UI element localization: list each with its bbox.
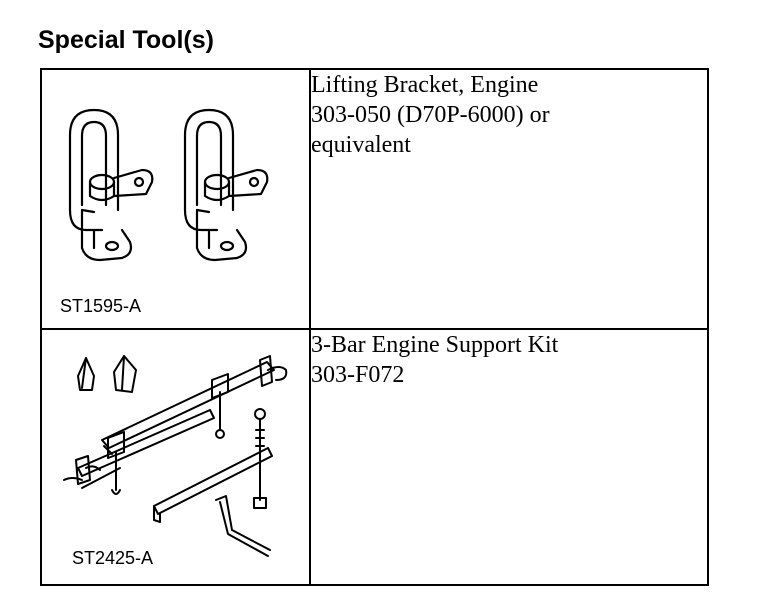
tool-id-label: ST2425-A <box>72 548 154 568</box>
tool-description-cell: Lifting Bracket, Engine 303-050 (D70P-60… <box>309 68 709 330</box>
table-row: ST1595-A Lifting Bracket, Engine 303-050… <box>40 68 709 330</box>
tool-illustration-cell: ST2425-A <box>40 328 311 586</box>
table-row: ST2425-A 3-Bar Engine Support Kit 303-F0… <box>40 328 709 586</box>
description-line: 303-050 (D70P-6000) or <box>311 102 550 128</box>
description-line: Lifting Bracket, Engine <box>311 72 539 98</box>
description-line: equivalent <box>311 132 411 158</box>
description-line: 3-Bar Engine Support Kit <box>311 332 559 358</box>
lifting-bracket-illustration-icon <box>68 108 269 262</box>
tool-id-label: ST1595-A <box>60 296 142 316</box>
description-line: 303-F072 <box>311 362 405 388</box>
tool-description-cell: 3-Bar Engine Support Kit 303-F072 <box>309 328 709 586</box>
special-tools-table: ST1595-A Lifting Bracket, Engine 303-050… <box>40 68 709 586</box>
tool-illustration-cell: ST1595-A <box>40 68 311 330</box>
engine-support-kit-illustration-icon <box>63 355 288 557</box>
page-title: Special Tool(s) <box>38 26 214 54</box>
